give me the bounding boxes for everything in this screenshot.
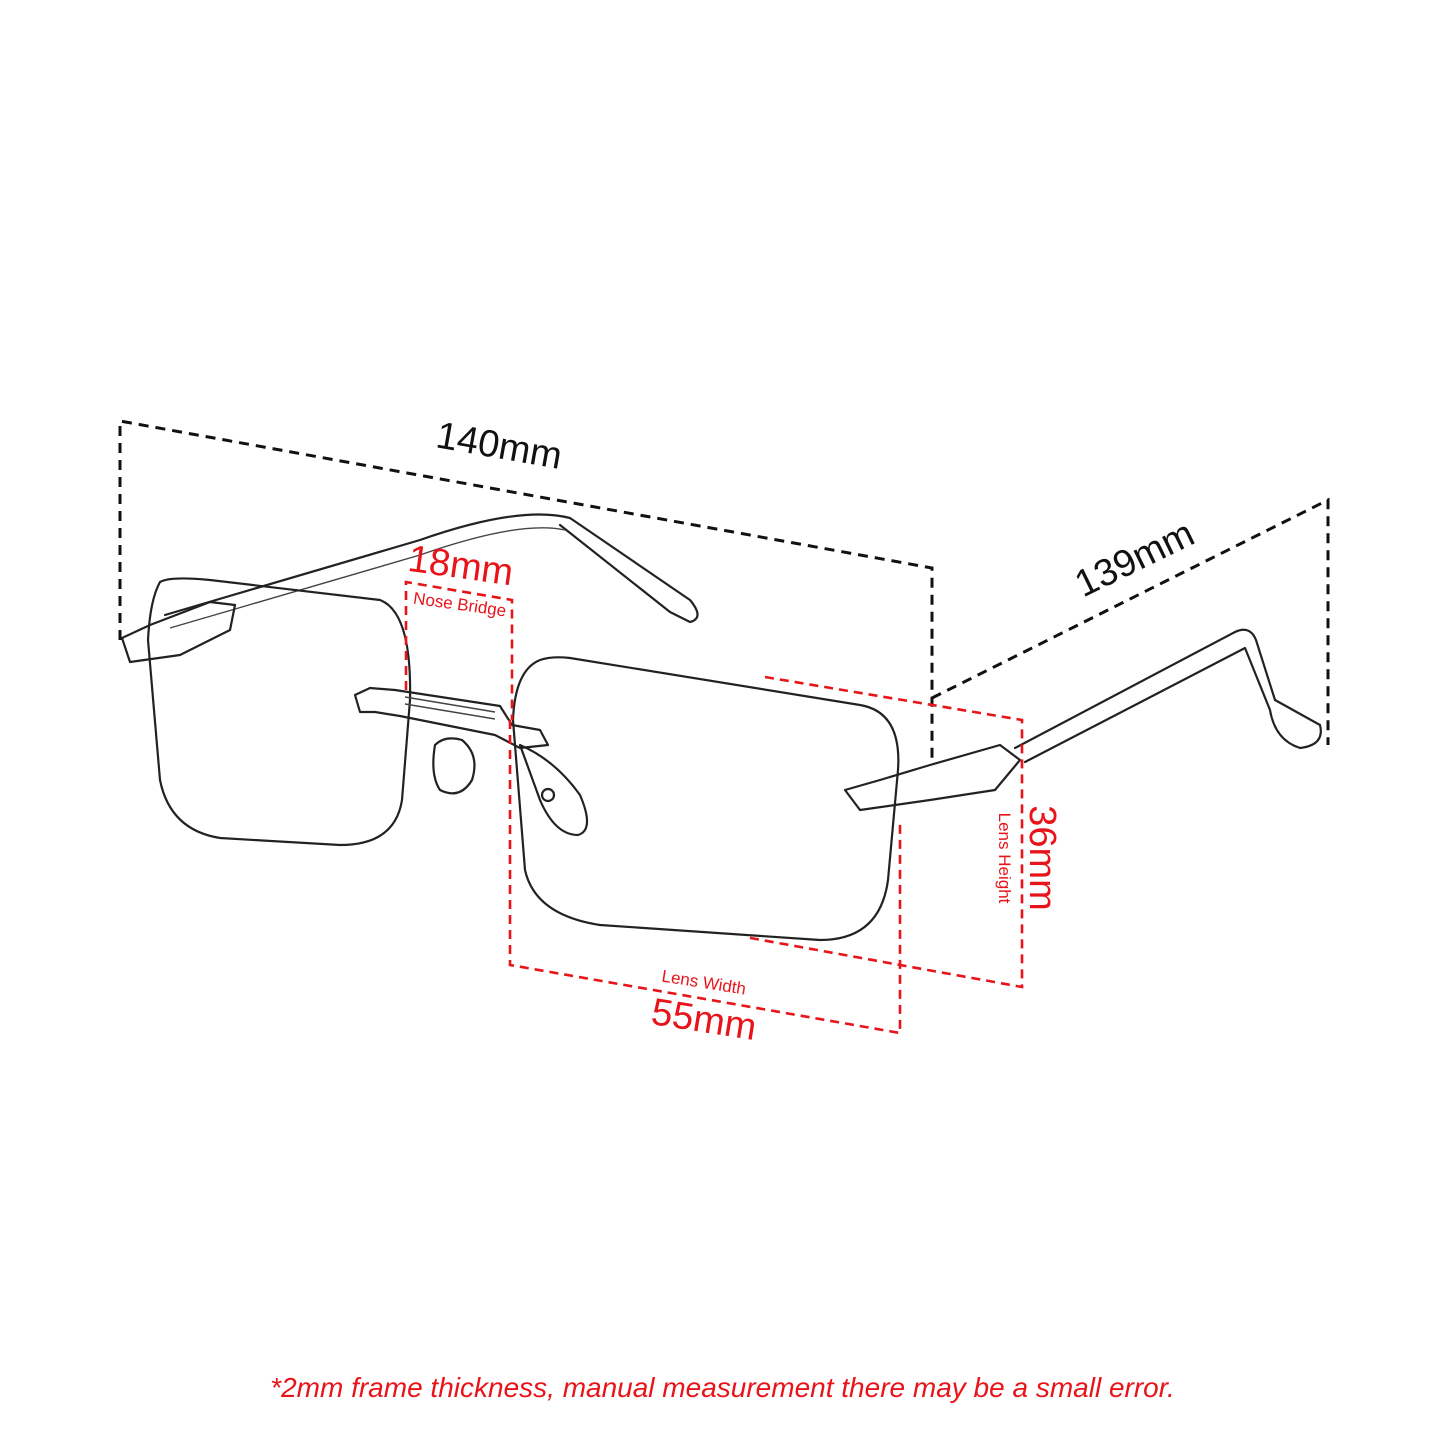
measurement-footnote: *2mm frame thickness, manual measurement… — [270, 1372, 1175, 1403]
lens-width-value: 55mm — [648, 991, 759, 1049]
total-width-dimension: 140mm — [118, 414, 934, 760]
lens-height-dimension: 36mm Lens Height — [744, 675, 1063, 989]
lens-height-label: Lens Height — [995, 813, 1014, 904]
lens-height-value: 36mm — [1021, 805, 1063, 911]
total-width-label: 140mm — [433, 414, 565, 477]
temple-length-label: 139mm — [1069, 513, 1201, 606]
lens-width-dimension: Lens Width 55mm — [508, 720, 902, 1049]
nose-bridge-label: Nose Bridge — [412, 589, 507, 621]
nose-bridge-dimension: 18mm Nose Bridge — [404, 538, 516, 720]
